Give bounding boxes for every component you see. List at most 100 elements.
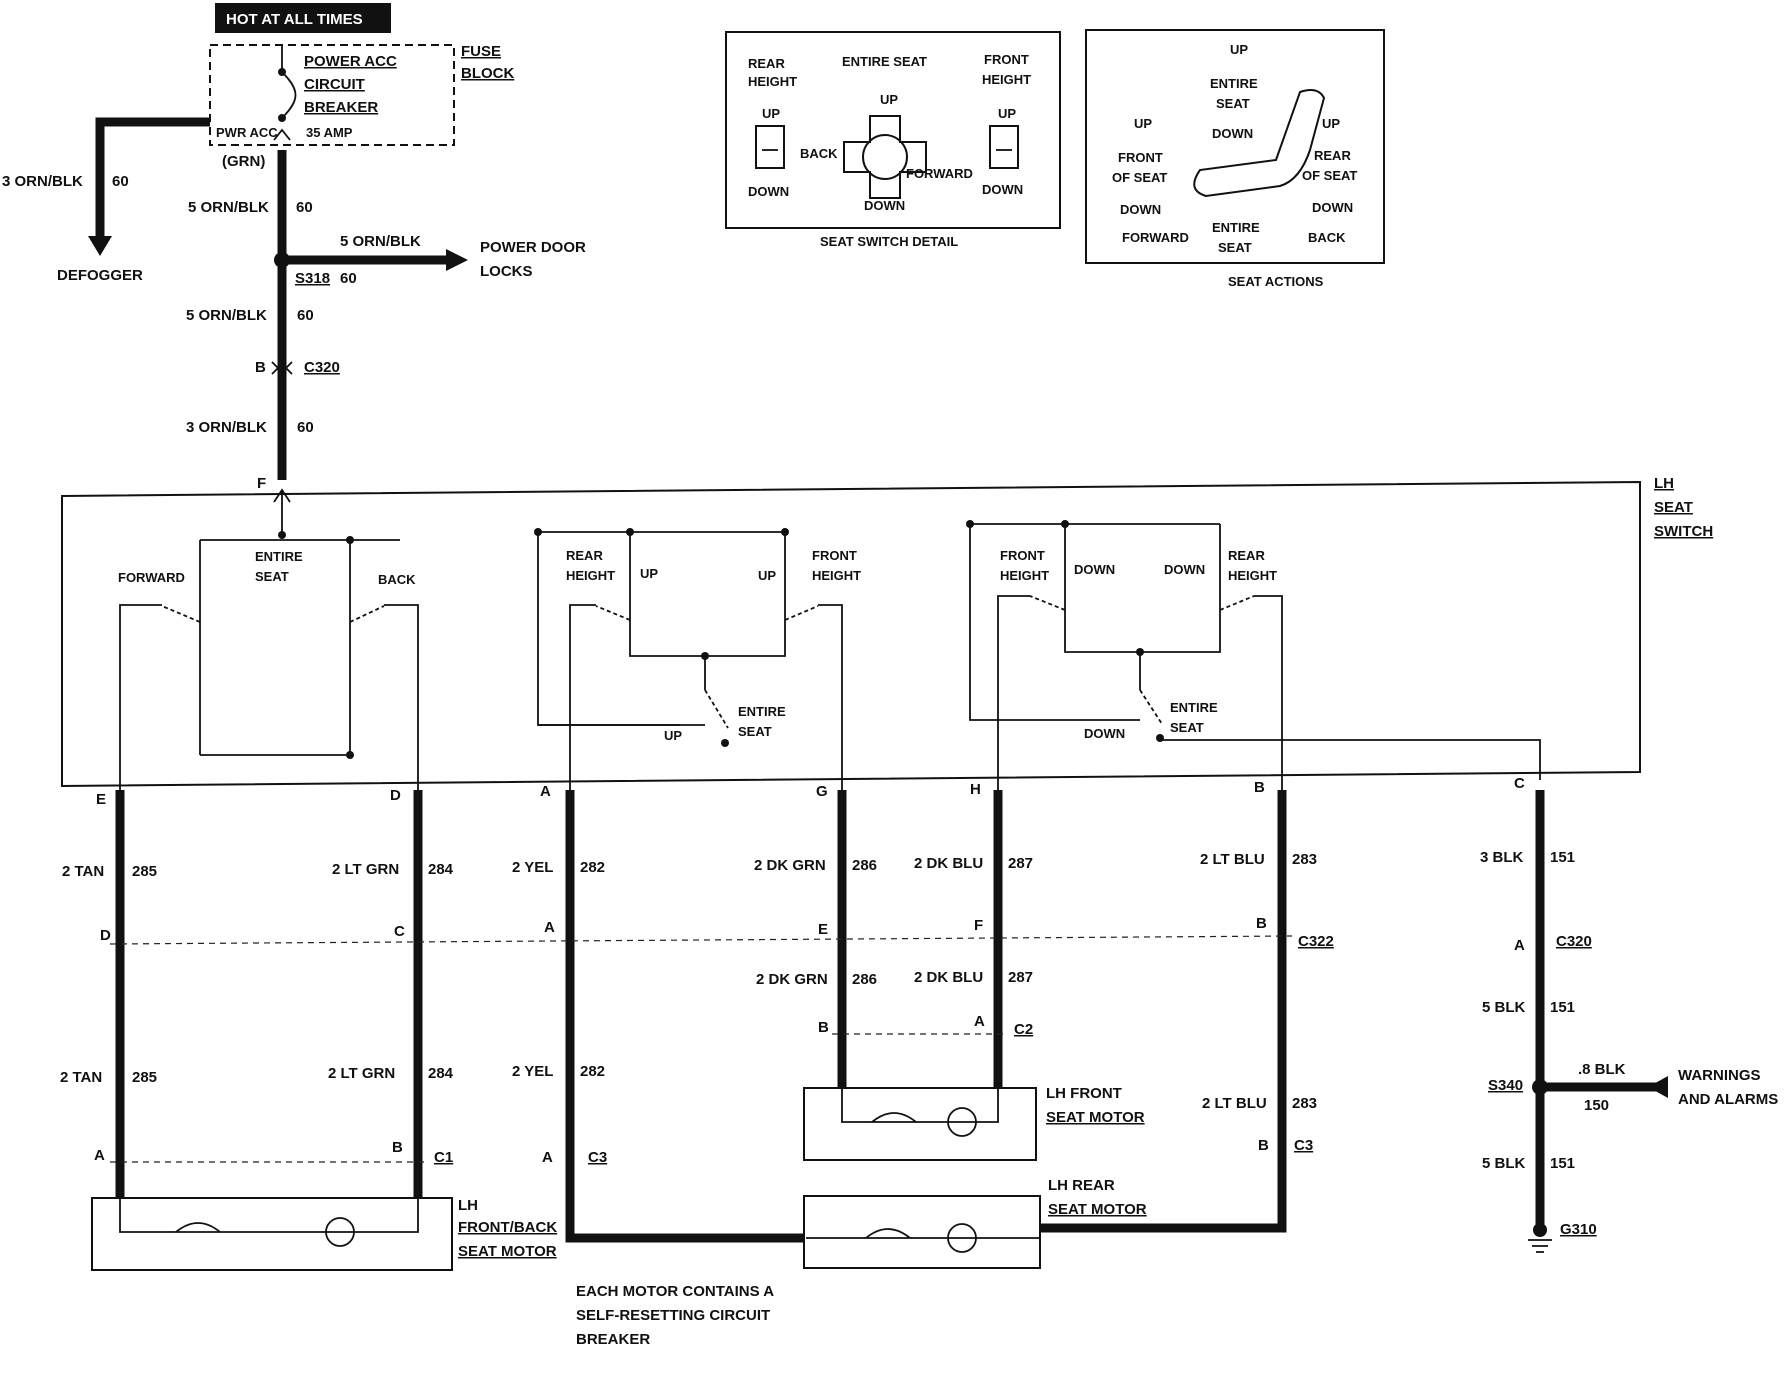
sa-front-down: DOWN	[1120, 202, 1161, 217]
switch-3-node-b	[1061, 520, 1069, 528]
wire-282-name2: 2 YEL	[512, 1063, 553, 1080]
switch-1-output-lines	[119, 604, 419, 795]
switch-3-bus	[969, 523, 1221, 721]
switch-3-down-b: DOWN	[1164, 562, 1205, 577]
front-back-motor-label-2: FRONT/BACK	[458, 1219, 557, 1236]
wire-287-circuit: 287	[1008, 855, 1033, 872]
circuit-breaker-symbol	[281, 71, 297, 119]
switch-2-front: FRONT	[812, 548, 857, 563]
front-back-motor-breaker-icon	[175, 1222, 221, 1233]
front-back-motor-label-3: SEAT MOTOR	[458, 1243, 557, 1260]
ssd-front-up: UP	[998, 106, 1016, 121]
breaker-terminal-bottom	[278, 114, 286, 122]
switch-1-back-blade	[349, 605, 385, 623]
ground-g310-label: G310	[1560, 1221, 1597, 1238]
switch-2-node-e	[721, 739, 729, 747]
ssd-entire-seat: ENTIRE SEAT	[842, 54, 927, 69]
switch-1-bus	[199, 490, 400, 756]
fuse-block-box	[209, 44, 455, 146]
c1-label: C1	[434, 1149, 453, 1166]
switch-3-node-a	[966, 520, 974, 528]
ground-wire-1-name: 3 BLK	[1480, 849, 1524, 866]
amp-rating-label: 35 AMP	[306, 125, 353, 140]
switch-2-seat: SEAT	[738, 724, 772, 739]
switch-3-height-a: HEIGHT	[1000, 568, 1049, 583]
wire-282-circuit2: 282	[580, 1063, 605, 1080]
power-door-locks-wire-label: 5 ORN/BLK	[340, 233, 421, 250]
feed-circuit-2-label: 60	[297, 307, 314, 324]
ssd-front-1: FRONT	[984, 52, 1029, 67]
switch-2-up-b: UP	[758, 568, 776, 583]
warnings-label-2: AND ALARMS	[1678, 1091, 1778, 1108]
wire-282-circuit: 282	[580, 859, 605, 876]
lh-seat-switch-box	[61, 480, 1641, 788]
front-motor-label-1: LH FRONT	[1046, 1085, 1122, 1102]
switch-2-height-b: HEIGHT	[812, 568, 861, 583]
wire-286-circuit2: 286	[852, 971, 877, 988]
switch-1-entire: ENTIRE	[255, 549, 303, 564]
sa-forward: FORWARD	[1122, 230, 1189, 245]
wire-286-pin2: E	[818, 921, 828, 938]
ssd-entire-up: UP	[880, 92, 898, 107]
defogger-arrow-icon	[88, 236, 112, 256]
wire-285-name2: 2 TAN	[60, 1069, 102, 1086]
switch-3-front: FRONT	[1000, 548, 1045, 563]
switch-2-front-blade	[784, 605, 819, 621]
front-motor-circuit	[841, 1088, 999, 1123]
hot-at-all-times-banner	[215, 3, 391, 33]
wire-287-name2: 2 DK BLU	[914, 969, 983, 986]
switch-2-rear-blade	[595, 605, 631, 621]
defogger-circuit-label: 60	[112, 173, 129, 190]
lh-seat-switch-label-3: SWITCH	[1654, 523, 1713, 540]
ground-g310-dot	[1533, 1223, 1547, 1237]
switch-3-front-blade	[1029, 595, 1066, 611]
seat-switch-detail-box	[725, 31, 1061, 229]
wire-283-circuit: 283	[1292, 851, 1317, 868]
ssd-title: SEAT SWITCH DETAIL	[820, 234, 958, 249]
c322-label: C322	[1298, 933, 1334, 950]
circuit-breaker-label-2: CIRCUIT	[304, 76, 365, 93]
wire-285-pin3: A	[94, 1147, 105, 1164]
switch-1-forward: FORWARD	[118, 570, 185, 585]
switch-1-seat: SEAT	[255, 569, 289, 584]
ground-wire-3-circuit: 151	[1550, 1155, 1575, 1172]
ssd-cross-switch	[843, 115, 927, 199]
rear-motor-label-2: SEAT MOTOR	[1048, 1201, 1147, 1218]
wire-286-name: 2 DK GRN	[754, 857, 826, 874]
c320-pin-b: B	[255, 359, 266, 376]
c320-connector-icon	[271, 361, 293, 375]
feed-wire-2-label: 5 ORN/BLK	[186, 307, 267, 324]
sa-entire-1: ENTIRE	[1210, 76, 1258, 91]
switch-3-output-lines	[997, 595, 1541, 795]
rear-motor-label-1: LH REAR	[1048, 1177, 1115, 1194]
wire-283-pin3: B	[1258, 1137, 1269, 1154]
front-motor-icon	[947, 1107, 977, 1137]
switch-3-seat: SEAT	[1170, 720, 1204, 735]
ground-wire-2-name: 5 BLK	[1482, 999, 1526, 1016]
wire-286-pin: G	[816, 783, 828, 800]
front-back-motor-icon	[325, 1217, 355, 1247]
seat-icon	[1193, 89, 1326, 198]
splice-s340-label: S340	[1488, 1077, 1523, 1094]
switch-2-height-a: HEIGHT	[566, 568, 615, 583]
ssd-front-switch	[989, 125, 1019, 169]
lh-seat-switch-label-1: LH	[1654, 475, 1674, 492]
sa-rear-down: DOWN	[1312, 200, 1353, 215]
warnings-circuit-label: 150	[1584, 1097, 1609, 1114]
wire-283	[1040, 790, 1287, 1233]
fuse-block-title-1: FUSE	[461, 43, 501, 60]
wire-283-circuit2: 283	[1292, 1095, 1317, 1112]
power-door-locks-label-1: POWER DOOR	[480, 239, 586, 256]
ssd-rear-switch	[755, 125, 785, 169]
switch-2-up-a: UP	[640, 566, 658, 581]
defogger-wire	[95, 117, 210, 240]
rear-motor-icon	[947, 1223, 977, 1253]
front-seat-motor-box	[803, 1087, 1037, 1161]
switch-3-node-c	[1136, 648, 1144, 656]
circuit-breaker-label-3: BREAKER	[304, 99, 378, 116]
ssd-entire-down: DOWN	[864, 198, 905, 213]
switch-3-entire-blade	[1139, 689, 1163, 725]
ssd-back: BACK	[800, 146, 838, 161]
wire-284-pin: D	[390, 787, 401, 804]
